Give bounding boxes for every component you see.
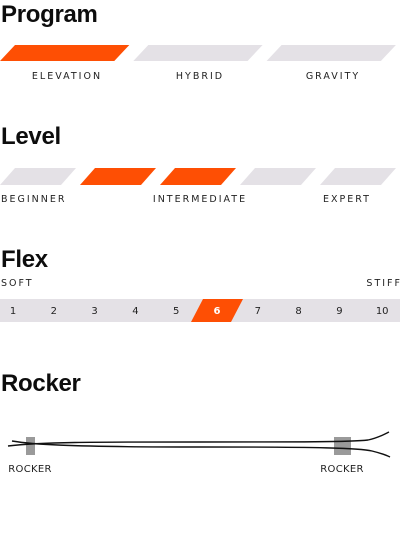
flex-value-5: 5	[173, 306, 180, 317]
level-segment-5	[320, 168, 396, 185]
flex-scale-bar	[0, 299, 400, 322]
flex-value-3: 3	[91, 306, 98, 317]
flex-value-6: 6	[213, 306, 221, 317]
level-segment-3	[160, 168, 236, 185]
level-title: Level	[1, 123, 61, 150]
flex-value-10: 10	[375, 306, 389, 317]
flex-value-1: 1	[9, 306, 17, 317]
level-label-intermediate: INTERMEDIATE	[152, 194, 248, 205]
program-segment-1	[0, 45, 130, 61]
level-segment-4	[240, 168, 316, 185]
program-option-gravity: GRAVITY	[305, 71, 361, 82]
ski-profile-bottom-line	[11, 440, 391, 458]
rocker-tail-marker-icon	[334, 437, 351, 455]
program-bars	[0, 45, 396, 61]
rocker-tip-marker-icon	[26, 437, 35, 455]
flex-stiff-label: STIFF	[366, 278, 400, 289]
program-segment-2	[133, 45, 263, 61]
flex-value-8: 8	[295, 306, 302, 317]
flex-value-4: 4	[132, 306, 139, 317]
ski-profile-top-line	[7, 431, 390, 447]
flex-selected-marker	[191, 299, 243, 322]
flex-soft-label: SOFT	[1, 278, 34, 289]
level-label-beginner: BEGINNER	[1, 194, 67, 205]
rocker-profile-diagram	[7, 431, 391, 458]
level-label-expert: EXPERT	[323, 194, 371, 205]
program-segment-3	[266, 45, 396, 61]
program-option-hybrid: HYBRID	[175, 71, 225, 82]
rocker-tail-label: ROCKER	[320, 464, 364, 475]
flex-value-7: 7	[254, 306, 261, 317]
rocker-title: Rocker	[1, 370, 81, 397]
flex-value-9: 9	[336, 306, 343, 317]
rocker-tip-label: ROCKER	[8, 464, 52, 475]
flex-value-2: 2	[50, 306, 57, 317]
program-title: Program	[1, 1, 98, 28]
program-option-elevation: ELEVATION	[31, 71, 103, 82]
level-bars	[0, 168, 396, 185]
flex-title: Flex	[1, 246, 48, 273]
level-segment-2	[80, 168, 156, 185]
level-segment-1	[0, 168, 76, 185]
